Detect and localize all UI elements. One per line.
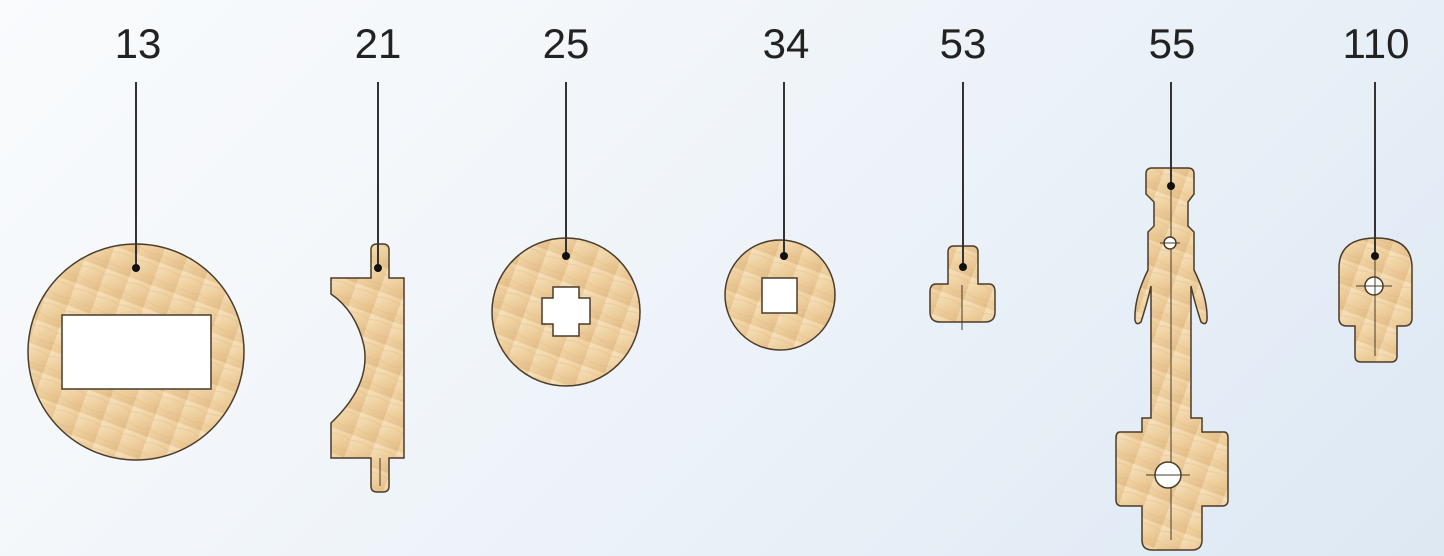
pin-dot-25 — [562, 252, 570, 260]
part-label-53: 53 — [940, 20, 987, 67]
part-label-21: 21 — [355, 20, 402, 67]
part-53 — [929, 82, 996, 330]
pin-dot-21 — [374, 264, 382, 272]
pin-dot-55 — [1167, 182, 1175, 190]
pin-dot-53 — [959, 263, 967, 271]
pin-dot-13 — [132, 264, 140, 272]
part-34 — [724, 82, 836, 351]
part-21 — [330, 82, 405, 493]
pin-dot-110 — [1371, 252, 1379, 260]
pin-dot-34 — [780, 252, 788, 260]
part-55 — [1115, 82, 1229, 551]
part-label-110: 110 — [1343, 20, 1410, 67]
part-13 — [27, 82, 245, 461]
part-label-34: 34 — [763, 20, 810, 67]
part-110 — [1338, 82, 1413, 363]
part-label-13: 13 — [115, 20, 162, 67]
part-25 — [491, 82, 641, 387]
part-label-55: 55 — [1149, 20, 1196, 67]
part-label-25: 25 — [543, 20, 590, 67]
